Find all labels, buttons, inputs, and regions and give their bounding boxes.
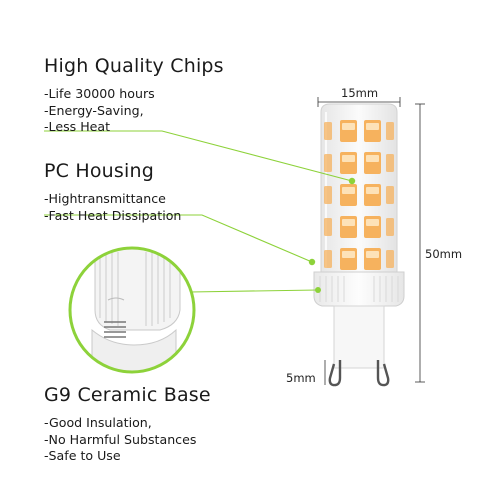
- feature-pc-housing: PC Housing -Hightransmittance -Fast Heat…: [44, 160, 181, 224]
- led-chip-highlight: [366, 219, 379, 226]
- led-chip-highlight: [342, 123, 355, 130]
- led-chip-side: [324, 154, 332, 172]
- led-chip-side: [386, 154, 394, 172]
- base-zoom-circle: [68, 246, 196, 374]
- led-chip-highlight: [366, 155, 379, 162]
- led-chip-highlight: [366, 187, 379, 194]
- feature-item: -Safe to Use: [44, 448, 121, 463]
- feature-item: -Less Heat: [44, 119, 111, 134]
- pin-dimension-label: 5mm: [286, 371, 316, 385]
- feature-g9-ceramic-base: G9 Ceramic Base -Good Insulation, -No Ha…: [44, 384, 211, 465]
- feature-item: -No Harmful Substances: [44, 431, 197, 447]
- led-chip-side: [386, 122, 394, 140]
- feature-item: -Hightransmittance: [44, 191, 166, 206]
- bulb-housing: [320, 103, 398, 273]
- led-chip-side: [324, 250, 332, 268]
- led-chip-highlight: [342, 187, 355, 194]
- feature-item: -Good Insulation,: [44, 415, 152, 430]
- led-chip-side: [324, 218, 332, 236]
- feature-item: -Fast Heat Dissipation: [44, 207, 182, 223]
- led-chip-highlight: [366, 251, 379, 258]
- led-chip-highlight: [366, 123, 379, 130]
- led-chip-side: [386, 250, 394, 268]
- feature-high-quality-chips: High Quality Chips -Life 30000 hours -En…: [44, 55, 224, 136]
- leader-dots: [308, 177, 356, 293]
- led-chip-side: [324, 122, 332, 140]
- led-chip-side: [386, 186, 394, 204]
- led-chip-side: [324, 186, 332, 204]
- led-chip-highlight: [342, 219, 355, 226]
- g9-pins: [328, 360, 390, 387]
- led-chip-side: [386, 218, 394, 236]
- led-chip-grid: [324, 120, 394, 270]
- feature-title: G9 Ceramic Base: [44, 384, 211, 406]
- ceramic-base: [313, 271, 405, 369]
- feature-title: PC Housing: [44, 160, 154, 182]
- led-chip-highlight: [342, 251, 355, 258]
- width-dimension-label: 15mm: [341, 86, 379, 100]
- feature-item: -Life 30000 hours: [44, 86, 155, 101]
- feature-item: -Energy-Saving,: [44, 102, 144, 118]
- leader-lines: [44, 130, 353, 293]
- feature-title: High Quality Chips: [44, 55, 224, 77]
- dimension-lines: [317, 97, 425, 385]
- height-dimension-label: 50mm: [425, 247, 463, 261]
- led-chip-highlight: [342, 155, 355, 162]
